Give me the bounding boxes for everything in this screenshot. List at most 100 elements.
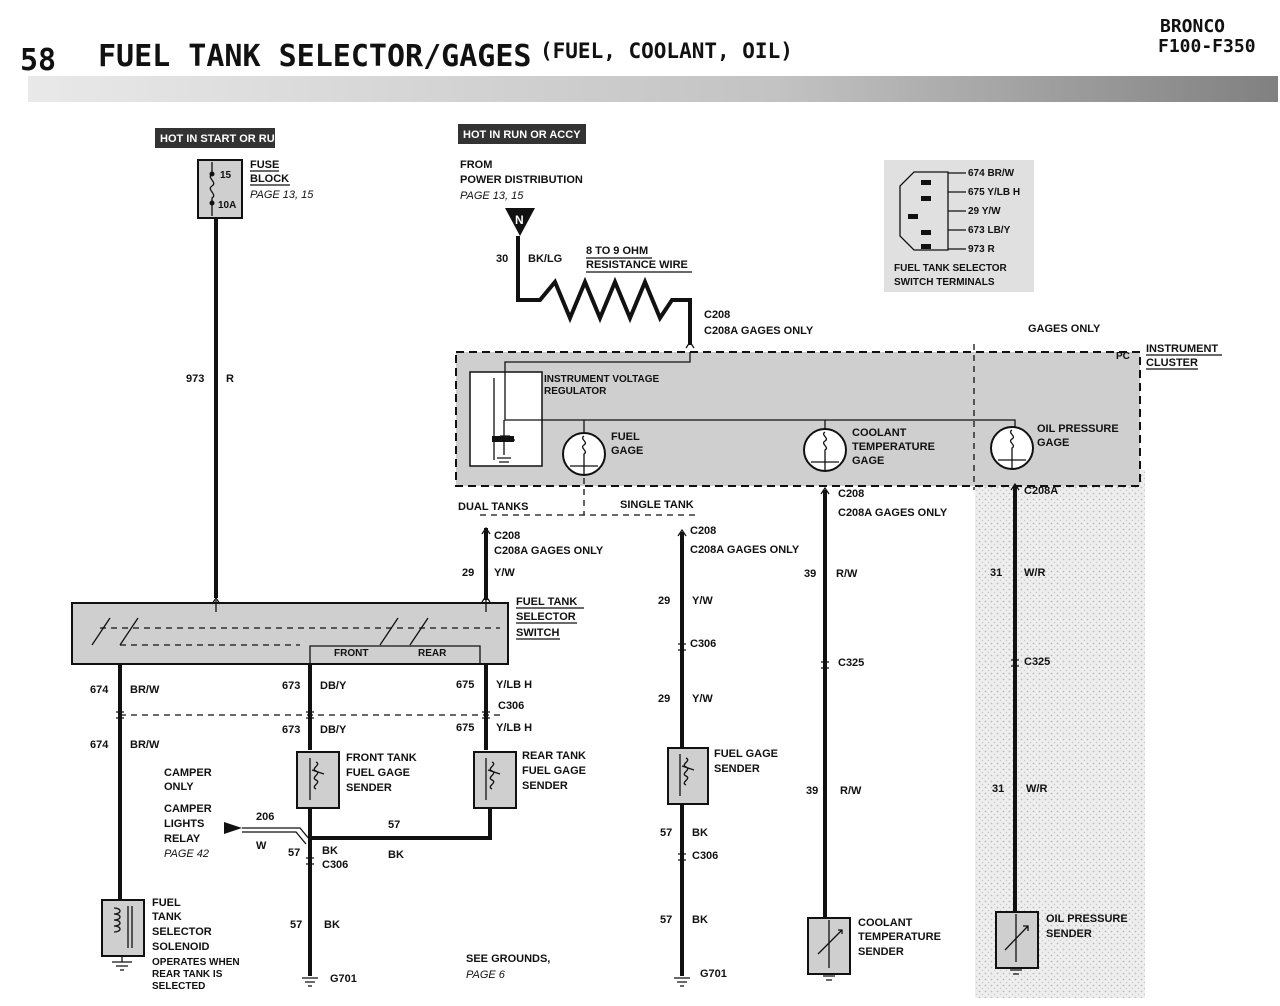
svg-text:57: 57 xyxy=(290,919,302,931)
wire-30 xyxy=(516,236,692,345)
svg-text:FUEL GAGE: FUEL GAGE xyxy=(522,765,586,777)
svg-text:Y/W: Y/W xyxy=(494,567,515,579)
svg-text:W/R: W/R xyxy=(1026,783,1047,795)
svg-text:FRONT TANK: FRONT TANK xyxy=(346,752,417,764)
oil-pressure-sender: OIL PRESSURE SENDER xyxy=(995,911,1128,975)
svg-text:GAGE: GAGE xyxy=(852,455,884,467)
svg-text:W/R: W/R xyxy=(1024,567,1045,579)
svg-text:29: 29 xyxy=(658,693,670,705)
svg-text:673: 673 xyxy=(282,724,300,736)
instrument-cluster: GAGES ONLY PC INSTRUMENT CLUSTER INSTRUM… xyxy=(455,323,1222,490)
svg-text:LIGHTS: LIGHTS xyxy=(164,818,204,830)
cluster-label-1: INSTRUMENT xyxy=(1146,343,1218,355)
svg-text:C306: C306 xyxy=(322,859,348,871)
svg-text:C325: C325 xyxy=(1024,656,1050,668)
svg-text:C306: C306 xyxy=(692,850,718,862)
ground-g701-right: G701 xyxy=(700,968,727,980)
svg-text:DUAL TANKS: DUAL TANKS xyxy=(458,501,528,513)
svg-text:DB/Y: DB/Y xyxy=(320,724,347,736)
svg-text:BK: BK xyxy=(388,849,404,861)
svg-text:29: 29 xyxy=(658,595,670,607)
svg-text:674: 674 xyxy=(90,684,109,696)
svg-text:57: 57 xyxy=(660,827,672,839)
svg-text:HOT IN RUN OR ACCY: HOT IN RUN OR ACCY xyxy=(463,129,581,141)
selector-switch-terminals: 674 BR/W 675 Y/LB H 29 Y/W 673 LB/Y 973 … xyxy=(884,160,1034,292)
svg-text:PC: PC xyxy=(1116,351,1130,362)
model-line-1: BRONCO xyxy=(1160,16,1225,37)
svg-text:57: 57 xyxy=(660,914,672,926)
svg-text:BK: BK xyxy=(692,914,708,926)
svg-text:C208: C208 xyxy=(838,488,864,500)
svg-text:31: 31 xyxy=(992,783,1004,795)
svg-text:REAR TANK IS: REAR TANK IS xyxy=(152,969,223,980)
fuel-gage-sender: FUEL GAGE SENDER xyxy=(667,747,778,805)
connector-marks xyxy=(116,340,1020,865)
svg-text:OIL PRESSURE: OIL PRESSURE xyxy=(1037,423,1119,435)
svg-text:GAGE: GAGE xyxy=(1037,437,1069,449)
resistance-label-2: RESISTANCE WIRE xyxy=(586,259,688,271)
svg-text:COOLANT: COOLANT xyxy=(858,917,913,929)
svg-text:10A: 10A xyxy=(218,200,236,211)
svg-text:SOLENOID: SOLENOID xyxy=(152,941,210,953)
n-terminal xyxy=(505,208,535,236)
front-tank-fuel-gage-sender: FRONT TANK FUEL GAGE SENDER xyxy=(296,751,417,809)
svg-text:REGULATOR: REGULATOR xyxy=(544,386,607,397)
svg-text:BK: BK xyxy=(322,845,338,857)
svg-text:PAGE 42: PAGE 42 xyxy=(164,848,209,860)
svg-text:FUEL GAGE: FUEL GAGE xyxy=(346,767,410,779)
svg-text:SENDER: SENDER xyxy=(714,763,760,775)
svg-text:CAMPER: CAMPER xyxy=(164,803,212,815)
fuse-block-label: BLOCK xyxy=(250,173,289,185)
svg-text:OPERATES WHEN: OPERATES WHEN xyxy=(152,957,240,968)
svg-text:DB/Y: DB/Y xyxy=(320,680,347,692)
svg-text:Y/W: Y/W xyxy=(692,595,713,607)
svg-text:FUEL GAGE: FUEL GAGE xyxy=(714,748,778,760)
gages-only-label: GAGES ONLY xyxy=(1028,323,1101,335)
svg-text:COOLANT: COOLANT xyxy=(852,427,907,439)
svg-text:C208: C208 xyxy=(690,525,716,537)
svg-text:206: 206 xyxy=(256,811,274,823)
coolant-temperature-sender: COOLANT TEMPERATURE SENDER xyxy=(807,917,941,981)
svg-text:SELECTOR: SELECTOR xyxy=(516,611,576,623)
svg-text:BK: BK xyxy=(692,827,708,839)
svg-text:C306: C306 xyxy=(690,638,716,650)
svg-text:FRONT: FRONT xyxy=(334,648,368,659)
svg-text:29: 29 xyxy=(462,567,474,579)
svg-text:FUEL TANK: FUEL TANK xyxy=(516,596,577,608)
svg-text:CAMPER: CAMPER xyxy=(164,767,212,779)
resistance-label-1: 8 TO 9 OHM xyxy=(586,245,648,257)
svg-text:BK: BK xyxy=(324,919,340,931)
svg-text:SWITCH: SWITCH xyxy=(516,627,559,639)
fuel-gage-icon xyxy=(562,432,606,476)
see-grounds-label: SEE GROUNDS, xyxy=(466,953,550,965)
svg-text:Y/LB H: Y/LB H xyxy=(496,679,532,691)
svg-text:ONLY: ONLY xyxy=(164,781,194,793)
fuse-block: 15 10A FUSE BLOCK PAGE 13, 15 xyxy=(197,159,314,219)
svg-text:973: 973 xyxy=(186,373,204,385)
svg-text:57: 57 xyxy=(288,847,300,859)
fuel-tank-selector-switch: FRONT REAR FUEL TANK SELECTOR SWITCH xyxy=(71,596,584,665)
svg-text:29 Y/W: 29 Y/W xyxy=(968,206,1001,217)
camper-lights-relay: CAMPER ONLY CAMPER LIGHTS RELAY PAGE 42 … xyxy=(164,767,311,860)
svg-text:Y/W: Y/W xyxy=(692,693,713,705)
svg-text:673 LB/Y: 673 LB/Y xyxy=(968,225,1011,236)
svg-text:FUEL: FUEL xyxy=(152,897,181,909)
model-line-2: F100-F350 xyxy=(1158,36,1256,57)
svg-text:973 R: 973 R xyxy=(968,244,995,255)
power-distribution-label: POWER DISTRIBUTION xyxy=(460,174,583,186)
svg-text:SELECTED: SELECTED xyxy=(152,981,205,992)
svg-text:TANK: TANK xyxy=(152,911,182,923)
svg-text:C208A GAGES ONLY: C208A GAGES ONLY xyxy=(704,325,814,337)
svg-text:SENDER: SENDER xyxy=(858,946,904,958)
svg-text:C208A GAGES ONLY: C208A GAGES ONLY xyxy=(494,545,604,557)
svg-text:BR/W: BR/W xyxy=(130,684,160,696)
svg-text:TEMPERATURE: TEMPERATURE xyxy=(858,931,941,943)
svg-text:SINGLE TANK: SINGLE TANK xyxy=(620,499,694,511)
svg-text:39: 39 xyxy=(806,785,818,797)
page-number: 58 xyxy=(20,43,56,78)
svg-text:30: 30 xyxy=(496,253,508,265)
svg-text:15: 15 xyxy=(220,170,232,181)
see-grounds-page: PAGE 6 xyxy=(466,969,506,981)
svg-text:57: 57 xyxy=(388,819,400,831)
